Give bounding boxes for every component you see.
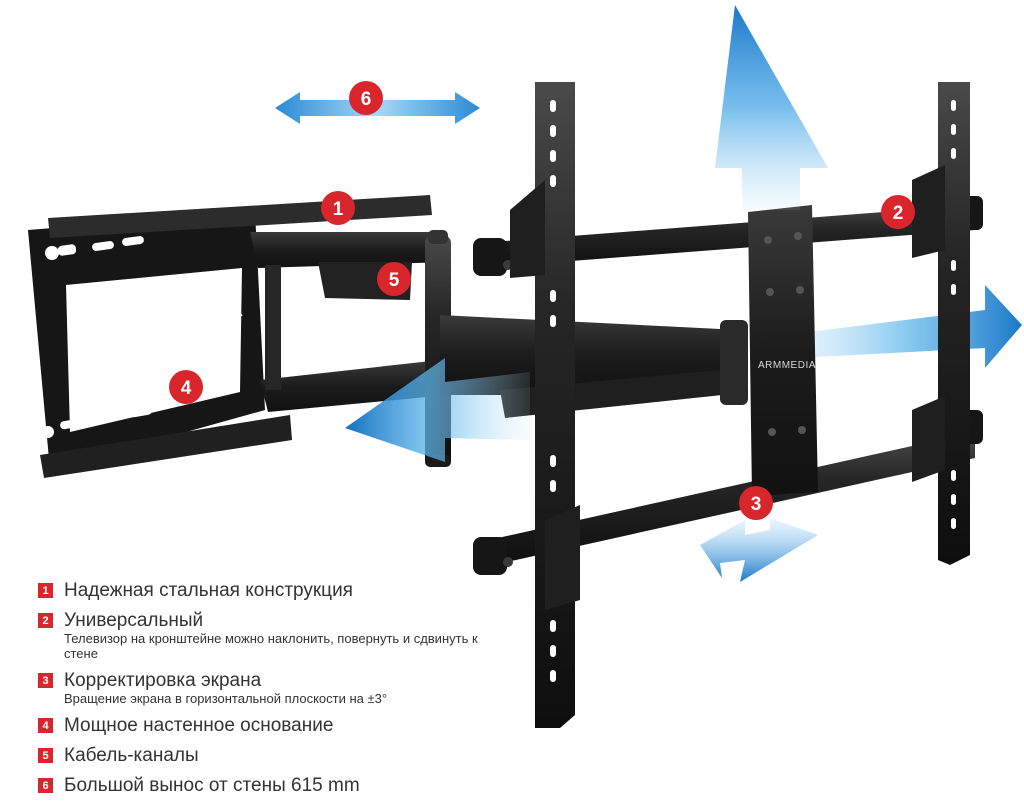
svg-text:1: 1 xyxy=(333,199,344,220)
legend-title: Большой вынос от стены 615 mm xyxy=(64,775,360,796)
center-plate: ARMMEDIA xyxy=(748,205,818,496)
svg-text:4: 4 xyxy=(181,378,192,399)
legend-item-5: 5 Кабель-каналы xyxy=(38,745,508,766)
legend-description: Телевизор на кронштейне можно наклонить,… xyxy=(64,631,478,661)
svg-text:↑: ↑ xyxy=(230,307,247,331)
legend-description: Вращение экрана в горизонтальной плоскос… xyxy=(64,691,388,706)
legend-number-badge: 6 xyxy=(38,778,53,793)
rotation-arrow xyxy=(700,518,818,582)
legend-item-2: 2 Универсальный Телевизор на кронштейне … xyxy=(38,610,508,661)
legend-number-badge: 5 xyxy=(38,748,53,763)
depth-arrow-left xyxy=(345,358,530,462)
marker-4: 4 xyxy=(169,370,203,404)
marker-3: 3 xyxy=(739,486,773,520)
legend-item-1: 1 Надежная стальная конструкция xyxy=(38,580,508,601)
legend-title: Мощное настенное основание xyxy=(64,715,334,736)
svg-text:2: 2 xyxy=(893,203,904,224)
legend-number-badge: 4 xyxy=(38,718,53,733)
svg-text:5: 5 xyxy=(389,270,400,291)
vertical-rails xyxy=(510,82,970,728)
legend-title: Универсальный xyxy=(64,610,204,631)
marker-6: 6 xyxy=(349,81,383,115)
legend-item-6: 6 Большой вынос от стены 615 mm xyxy=(38,775,508,796)
brand-logo: ARMMEDIA xyxy=(758,360,816,371)
legend-title: Корректировка экрана xyxy=(64,670,262,691)
legend-title: Надежная стальная конструкция xyxy=(64,580,353,601)
legend-number-badge: 1 xyxy=(38,583,53,598)
legend-item-4: 4 Мощное настенное основание xyxy=(38,715,508,736)
legend-number-badge: 3 xyxy=(38,673,53,688)
legend-item-3: 3 Корректировка экрана Вращение экрана в… xyxy=(38,670,508,706)
svg-text:3: 3 xyxy=(751,494,762,515)
marker-2: 2 xyxy=(881,195,915,229)
legend-number-badge: 2 xyxy=(38,613,53,628)
legend-title: Кабель-каналы xyxy=(64,745,199,766)
lift-arrow-up xyxy=(715,5,828,210)
marker-5: 5 xyxy=(377,262,411,296)
marker-1: 1 xyxy=(321,191,355,225)
svg-text:6: 6 xyxy=(361,89,372,110)
feature-legend: 1 Надежная стальная конструкция 2 Универ… xyxy=(38,580,508,805)
